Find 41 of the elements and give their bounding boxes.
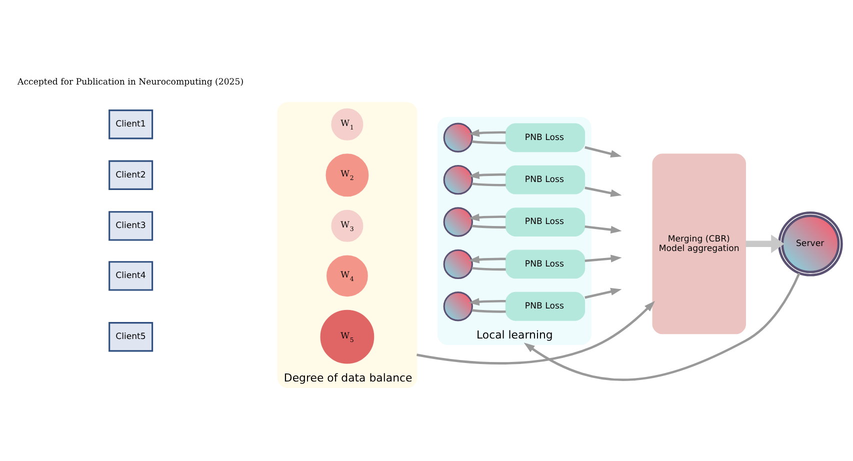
node-box: Client2 — [108, 160, 154, 190]
node-circle: W$_{1}$ — [331, 108, 364, 140]
node-circle: W$_{2}$ — [326, 153, 369, 196]
node-network — [443, 164, 473, 194]
node-box: Client1 — [108, 109, 154, 139]
label: Accepted for Publication in Neurocomputing (2025) — [18, 76, 244, 87]
arrow — [584, 254, 622, 262]
arrow — [584, 146, 622, 158]
arrow — [468, 170, 506, 179]
node-box: Client5 — [108, 322, 154, 352]
connector — [472, 140, 506, 144]
node-network — [443, 206, 473, 236]
node-box: Client4 — [108, 260, 154, 290]
node-box: PNB Loss — [505, 291, 586, 320]
node-circle: W$_{4}$ — [326, 254, 368, 296]
node-box: Merging (CBR) Model aggregation — [652, 153, 746, 334]
arrow — [746, 234, 784, 253]
node-network — [443, 248, 473, 279]
arrow — [468, 297, 506, 306]
arrow — [584, 287, 622, 298]
node-box: Client3 — [108, 210, 154, 240]
arrow — [416, 300, 655, 364]
arrow — [524, 272, 800, 380]
node-box: PNB Loss — [505, 249, 586, 278]
node-circle: Server — [778, 210, 843, 276]
connector — [472, 266, 506, 270]
arrow — [584, 186, 622, 196]
connector — [472, 224, 506, 228]
arrow — [468, 213, 506, 221]
connector — [472, 308, 506, 312]
arrow — [468, 128, 506, 136]
arrow — [584, 224, 622, 234]
node-circle: W$_{3}$ — [331, 209, 364, 242]
connector — [472, 182, 506, 186]
node-box: PNB Loss — [505, 164, 586, 194]
node-box: PNB Loss — [505, 122, 586, 152]
node-circle: W$_{5}$ — [320, 309, 374, 364]
node-network — [443, 122, 473, 152]
node-network — [443, 291, 473, 321]
node-box: PNB Loss — [505, 207, 586, 236]
arrow — [468, 255, 506, 263]
